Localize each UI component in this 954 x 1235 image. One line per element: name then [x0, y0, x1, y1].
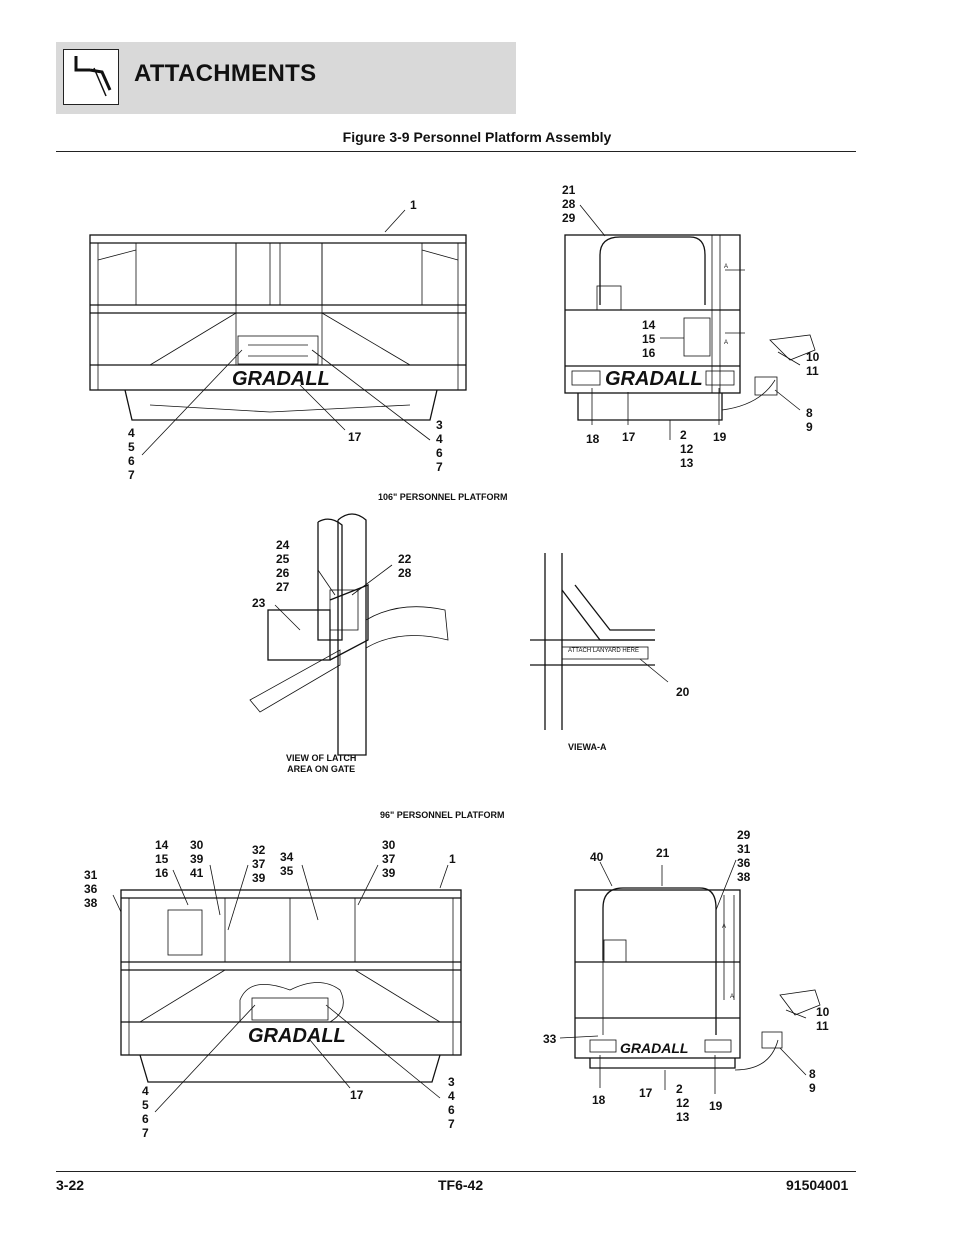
callout-label: 23: [252, 596, 266, 610]
callout-label: 8 9: [809, 1067, 816, 1095]
platform-106-side-view: A A GRADALL: [564, 234, 816, 421]
svg-text:GRADALL: GRADALL: [605, 368, 703, 390]
callout-label: 10 11: [806, 350, 820, 378]
callout-label: 30 37 39: [382, 838, 396, 880]
callout-label: 32 37 39: [252, 843, 266, 885]
model-name: TF6-42: [438, 1177, 484, 1193]
callout-label: 29 31 36 38: [737, 828, 751, 884]
callout-label: 19: [713, 430, 727, 444]
latch-view-drawing: [249, 513, 449, 756]
svg-text:A: A: [724, 264, 728, 270]
svg-text:A: A: [722, 924, 726, 930]
callout-label: 21 28 29: [562, 183, 576, 225]
callout-label: 14 15 16: [642, 318, 656, 360]
callout-label: 18: [586, 432, 600, 446]
footer-divider: [56, 1171, 856, 1172]
callout-label: 30 39 41: [190, 838, 204, 880]
callout-label: 17: [350, 1088, 364, 1102]
callout-label: 17: [348, 430, 362, 444]
platform-96-caption: 96" PERSONNEL PLATFORM: [380, 810, 505, 820]
callout-label: 34 35: [280, 850, 294, 878]
callout-label: 22 28: [398, 552, 412, 580]
callout-label: 8 9: [806, 406, 813, 434]
callout-label: 21: [656, 846, 670, 860]
callout-label: 1: [449, 852, 456, 866]
callout-label: 10 11: [816, 1005, 830, 1033]
platform-96-side-view: A A GRADALL: [574, 887, 821, 1071]
callout-label: 3 4 6 7: [448, 1075, 455, 1131]
lanyard-label: ATTACH LANYARD HERE: [568, 648, 640, 654]
platform-106-caption: 106" PERSONNEL PLATFORM: [378, 492, 508, 502]
callout-label: 31 36 38: [84, 868, 98, 910]
callout-label: 17: [622, 430, 636, 444]
callout-label: 2 12 13: [680, 428, 694, 470]
page-title: ATTACHMENTS: [134, 60, 317, 87]
view-a-caption: VIEWA-A: [568, 742, 607, 752]
figure-title: Figure 3-9 Personnel Platform Assembly: [342, 129, 612, 145]
latch-view-caption: VIEW OF LATCH AREA ON GATE: [286, 753, 357, 774]
document-number: 91504001: [786, 1177, 849, 1193]
callout-label: 1: [410, 198, 417, 212]
svg-text:GRADALL: GRADALL: [620, 1040, 688, 1056]
page-number: 3-22: [56, 1177, 85, 1193]
leader-lines: [112, 204, 807, 1113]
callout-label: 19: [709, 1099, 723, 1113]
svg-text:GRADALL: GRADALL: [248, 1025, 346, 1047]
callout-label: 4 5 6 7: [128, 426, 135, 482]
svg-text:A: A: [724, 340, 728, 346]
platform-106-front-view: GRADALL: [89, 234, 467, 421]
svg-text:A: A: [730, 994, 734, 1000]
callout-label: 3 4 6 7: [436, 418, 443, 474]
boom-arm-icon: [63, 49, 119, 105]
callout-label: 24 25 26 27: [276, 538, 290, 594]
callout-label: 17: [639, 1086, 653, 1100]
view-a-drawing: [530, 553, 669, 730]
callout-label: 40: [590, 850, 604, 864]
section-header: ATTACHMENTS: [56, 42, 516, 114]
callout-label: 33: [543, 1032, 557, 1046]
callout-label: 14 15 16: [155, 838, 169, 880]
callout-label: 2 12 13: [676, 1082, 690, 1124]
platform-96-front-view: GRADALL: [120, 889, 462, 1083]
callout-label: 4 5 6 7: [142, 1084, 149, 1140]
callout-label: 18: [592, 1093, 606, 1107]
svg-text:GRADALL: GRADALL: [232, 368, 330, 390]
header-divider: [56, 151, 856, 152]
callout-label: 20: [676, 685, 690, 699]
